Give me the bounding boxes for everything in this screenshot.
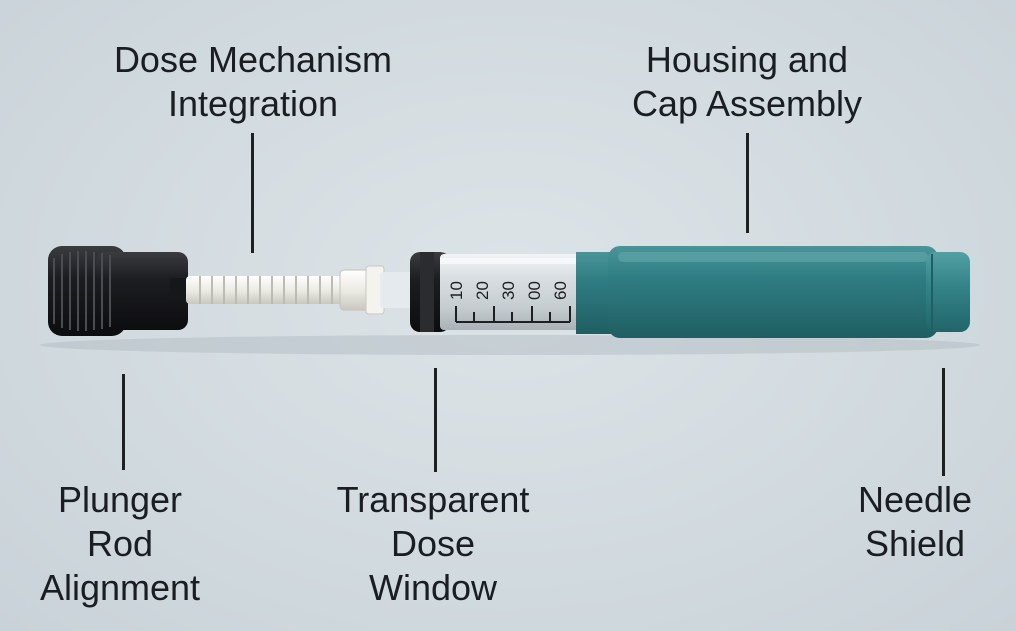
leader-line-dose-mechanism xyxy=(251,133,254,253)
leader-line-plunger-rod xyxy=(122,374,125,470)
label-dose-mechanism-line-2: Integration xyxy=(167,83,339,124)
leader-line-needle-shield xyxy=(942,368,945,476)
label-housing-cap-line-2: Cap Assembly xyxy=(631,83,863,124)
label-dose-mechanism-line-1: Dose Mechanism xyxy=(113,39,393,80)
label-dose-window-line-1: Transparent xyxy=(336,479,530,520)
dose-scale-number: 20 xyxy=(473,281,492,300)
leader-line-housing-cap xyxy=(746,133,749,233)
plunger-rod-icon xyxy=(186,265,414,315)
dose-window-icon: 10 20 30 00 60 xyxy=(410,252,585,332)
dose-scale-number: 10 xyxy=(447,281,466,300)
label-plunger-rod-line-2: Rod xyxy=(86,523,154,564)
pen-shadow xyxy=(40,335,980,355)
label-needle-shield: Needle Shield xyxy=(840,478,990,566)
label-dose-window-line-2: Dose xyxy=(390,523,476,564)
dose-scale-number: 30 xyxy=(499,281,518,300)
dose-knob-icon xyxy=(48,246,194,336)
label-plunger-rod-line-1: Plunger xyxy=(57,479,183,520)
label-needle-shield-line-2: Shield xyxy=(864,523,966,564)
label-dose-window: Transparent Dose Window xyxy=(318,478,548,610)
needle-shield-icon xyxy=(926,252,970,332)
dose-scale-number: 60 xyxy=(551,281,570,300)
label-plunger-rod-line-3: Alignment xyxy=(39,567,201,608)
dose-scale-number: 00 xyxy=(525,281,544,300)
label-dose-mechanism: Dose Mechanism Integration xyxy=(103,38,403,126)
housing-body-icon xyxy=(576,246,938,338)
label-housing-cap-line-1: Housing and xyxy=(645,39,849,80)
label-housing-cap: Housing and Cap Assembly xyxy=(616,38,878,126)
label-needle-shield-line-1: Needle xyxy=(857,479,973,520)
label-dose-window-line-3: Window xyxy=(368,567,498,608)
label-plunger-rod: Plunger Rod Alignment xyxy=(20,478,220,610)
leader-line-dose-window xyxy=(434,368,437,472)
